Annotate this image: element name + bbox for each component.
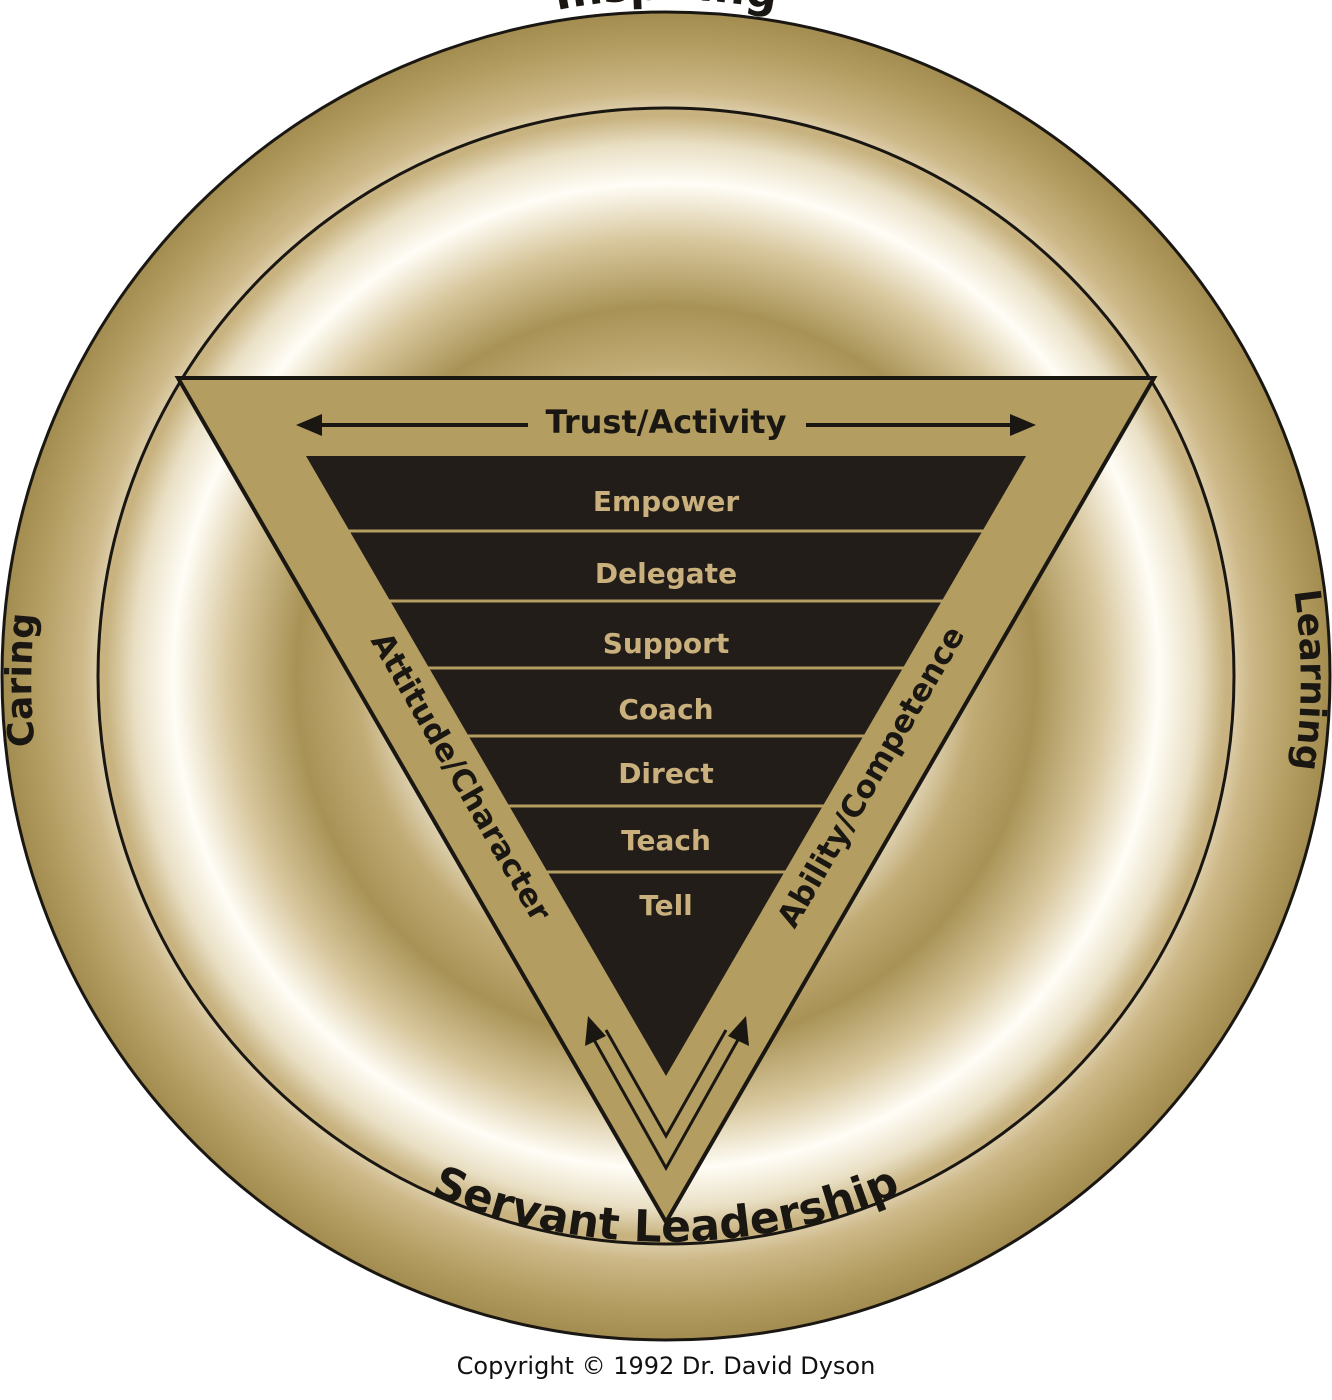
- tier-label-empower: Empower: [593, 485, 739, 518]
- growth-arrowheads: [585, 1016, 749, 1046]
- copyright-text: Copyright © 1992 Dr. David Dyson: [456, 1352, 876, 1380]
- tier-dividers: [348, 529, 984, 874]
- growth-arrows: [591, 1029, 741, 1172]
- tier-label-delegate: Delegate: [595, 557, 737, 590]
- ring-label-left: Caring: [0, 611, 44, 749]
- top-axis-label: Trust/Activity: [546, 403, 787, 441]
- tier-label-tell: Tell: [639, 889, 693, 922]
- tier-label-teach: Teach: [621, 824, 711, 857]
- tier-label-coach: Coach: [618, 693, 713, 726]
- tier-label-direct: Direct: [618, 757, 714, 790]
- trust-activity-arrow: [296, 414, 1036, 436]
- inner-triangle: [306, 456, 1026, 1076]
- tier-label-support: Support: [603, 627, 730, 660]
